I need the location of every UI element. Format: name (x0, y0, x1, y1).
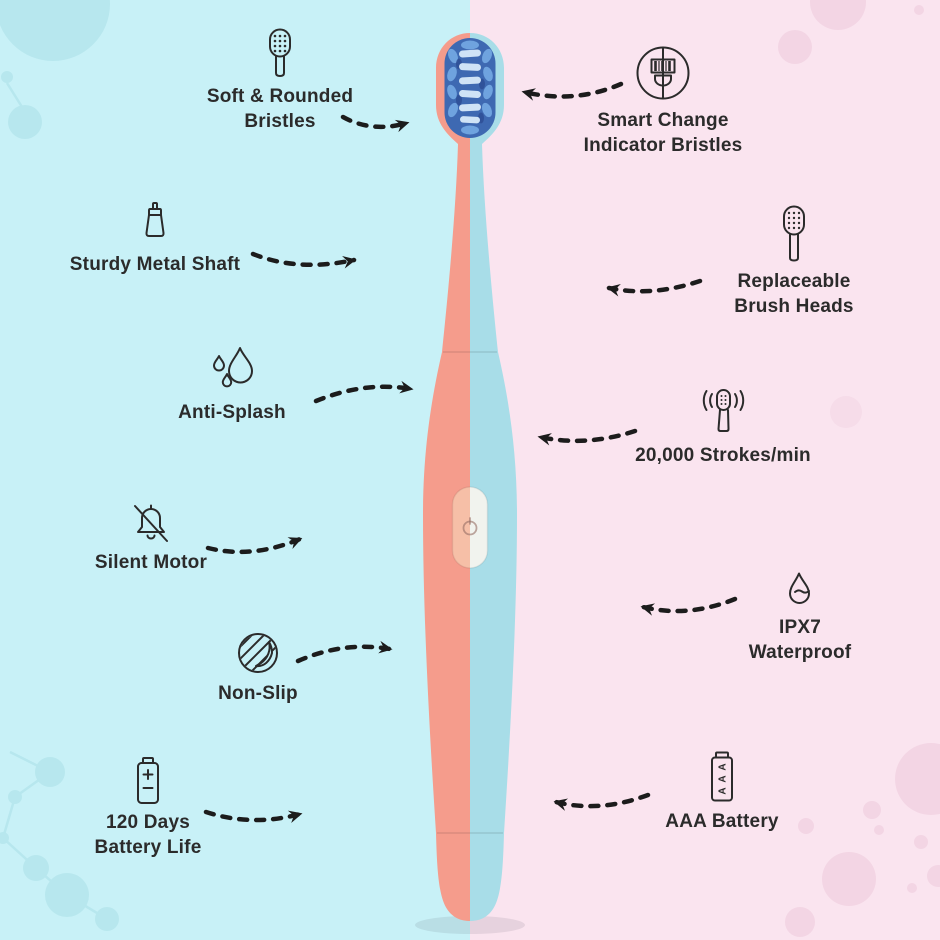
change-indicator-icon (636, 46, 690, 100)
feature-strokes-per-min: 20,000 Strokes/min (593, 387, 853, 468)
feature-label: Soft & Rounded Bristles (206, 86, 354, 133)
brush-head-icon (269, 28, 291, 77)
feature-label: AAA Battery (665, 811, 779, 832)
water-drops-icon (213, 347, 253, 388)
feature-label: IPX7 Waterproof (748, 617, 852, 664)
feature-label: Replaceable Brush Heads (734, 271, 854, 318)
replaceable-head-icon (783, 205, 805, 262)
non-slip-grip-icon (238, 633, 278, 673)
feature-soft-bristles: Soft & Rounded Bristles (160, 28, 400, 134)
feature-label: Non-Slip (218, 683, 298, 704)
aaa-battery-icon: A A A (711, 751, 733, 802)
feature-anti-splash: Anti-Splash (112, 344, 352, 425)
vibration-strokes-icon (702, 389, 745, 432)
feature-aaa-battery: A A A AAA Battery (602, 751, 842, 834)
battery-charge-icon (137, 757, 159, 804)
feature-label: Sturdy Metal Shaft (69, 254, 241, 275)
svg-text:A: A (718, 763, 729, 770)
feature-label: 120 Days Battery Life (94, 812, 202, 859)
feature-silent-motor: Silent Motor (31, 500, 271, 575)
metal-shaft-icon (145, 202, 165, 237)
feature-label: Smart Change Indicator Bristles (583, 110, 743, 157)
feature-change-indicator: Smart Change Indicator Bristles (543, 44, 783, 158)
svg-text:A: A (718, 775, 729, 782)
waterproof-drop-icon (789, 572, 810, 604)
svg-text:A: A (718, 787, 729, 794)
feature-label: 20,000 Strokes/min (635, 445, 811, 466)
background-right (470, 0, 940, 940)
feature-metal-shaft: Sturdy Metal Shaft (35, 202, 275, 277)
feature-label: Silent Motor (94, 552, 208, 573)
feature-waterproof: IPX7 Waterproof (680, 571, 920, 665)
feature-battery-life: 120 Days Battery Life (28, 757, 268, 860)
feature-label: Anti-Splash (178, 402, 286, 423)
feature-non-slip: Non-Slip (138, 631, 378, 706)
feature-replaceable-heads: Replaceable Brush Heads (674, 205, 914, 319)
muted-bell-icon (134, 504, 168, 542)
